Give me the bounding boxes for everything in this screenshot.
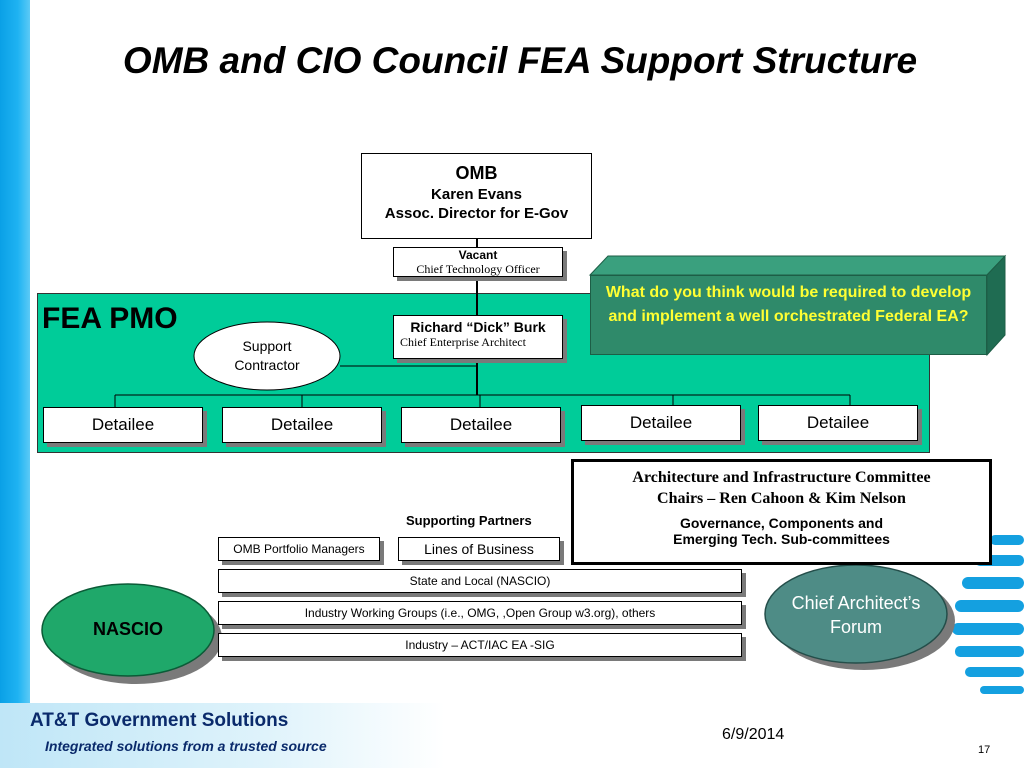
left-accent-bar [0,0,30,768]
chief-architect-name: Richard “Dick” Burk [410,319,546,335]
lines-of-business: Lines of Business [398,537,560,561]
fea-pmo-label: FEA PMO [42,302,178,335]
page-title: OMB and CIO Council FEA Support Structur… [122,40,918,81]
footer-date: 6/9/2014 [722,726,785,743]
omb-role: Assoc. Director for E-Gov [384,205,569,222]
partner-row-act-iac: Industry – ACT/IAC EA -SIG [218,633,742,657]
supporting-partners-label: Supporting Partners [406,513,532,528]
chief-architect-box: Richard “Dick” Burk Chief Enterprise Arc… [393,315,563,359]
partner-row-industry-groups: Industry Working Groups (i.e., OMG, ,Ope… [218,601,742,625]
omb-name: OMB [455,163,498,183]
detailee-box: Detailee [43,407,203,443]
footer-band [0,703,445,768]
detailee-box: Detailee [401,407,561,443]
footer-tagline: Integrated solutions from a trusted sour… [45,738,327,754]
committee-box: Architecture and Infrastructure Committe… [571,459,992,565]
chief-architect-role: Chief Enterprise Architect [400,335,526,349]
support-contractor: Support Contractor [234,338,300,373]
question-box: What do you think would be required to d… [590,275,987,355]
omb-portfolio-managers: OMB Portfolio Managers [218,537,380,561]
committee-title: Architecture and Infrastructure Committe… [632,469,931,486]
cto-box: Vacant Chief Technology Officer [393,247,563,277]
page-number: 17 [978,744,991,756]
committee-subcommittees: Governance, Components and [679,515,884,531]
partner-row-state-local: State and Local (NASCIO) [218,569,742,593]
globe-logo-stripes [952,535,1024,694]
chief-architects-forum: Chief Architect’s Forum [791,593,921,637]
committee-subcommittees-2: Emerging Tech. Sub-committees [673,531,890,547]
omb-box: OMB Karen Evans Assoc. Director for E-Go… [361,153,592,239]
cto-name: Vacant [458,248,498,262]
committee-chairs: Chairs – Ren Cahoon & Kim Nelson [657,490,906,507]
detailee-box: Detailee [222,407,382,443]
footer-company: AT&T Government Solutions [30,710,289,731]
cto-role: Chief Technology Officer [416,262,540,276]
omb-person: Karen Evans [431,186,522,203]
nascio-label: NASCIO [92,619,163,639]
detailee-box: Detailee [581,405,741,441]
detailee-box: Detailee [758,405,918,441]
